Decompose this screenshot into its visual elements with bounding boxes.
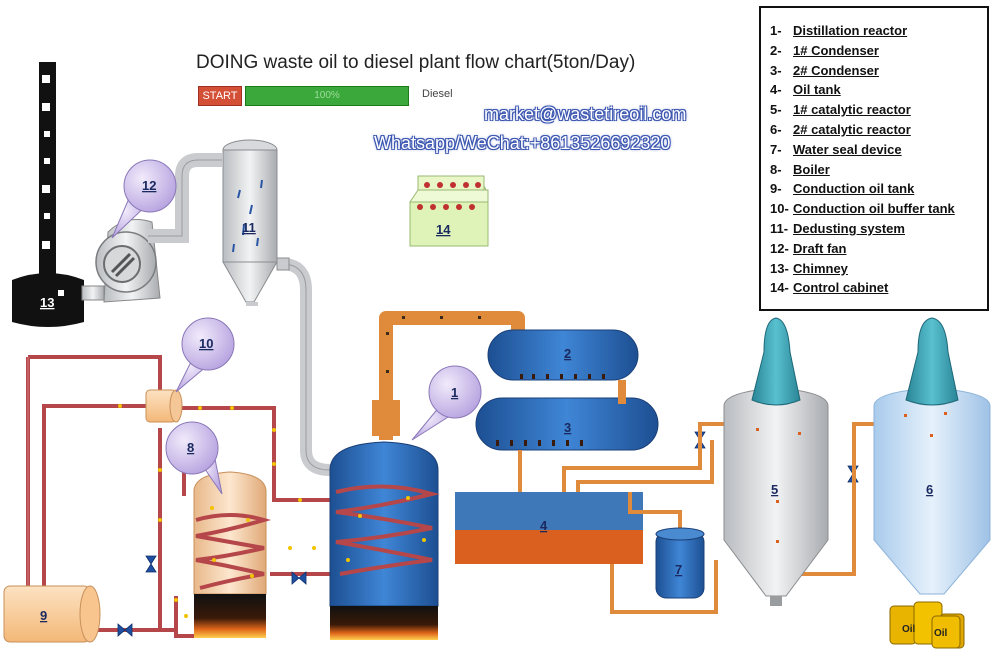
legend-number: 11-: [770, 220, 789, 236]
chimney: [12, 62, 84, 327]
legend-item: 12-Draft fan: [770, 239, 987, 259]
legend-number: 3-: [770, 62, 782, 78]
label-9: 9: [40, 608, 47, 623]
label-3: 3: [564, 420, 571, 435]
legend-box: 1- Distillation reactor 2- 1# Condenser 3-…: [759, 6, 989, 311]
legend-name: 2# catalytic reactor: [793, 121, 911, 137]
legend-number: 7-: [770, 141, 782, 157]
condenser-1: [487, 329, 639, 381]
draft-fan: [95, 219, 161, 303]
legend-item: 13-Chimney: [770, 259, 987, 279]
label-2: 2: [564, 346, 571, 361]
legend-number: 12-: [770, 240, 789, 256]
legend-item: 1- Distillation reactor: [770, 21, 987, 41]
legend-name: Control cabinet: [793, 280, 889, 296]
progress-fill: [246, 87, 408, 105]
legend-number: 1-: [770, 23, 782, 38]
callout-bubble-1: [411, 365, 482, 441]
label-13: 13: [40, 295, 54, 310]
contact-phone: Whatsapp/WeChat:+8613526692320: [374, 133, 671, 153]
legend-number: 6-: [770, 121, 782, 137]
progress-bar: 100%: [245, 86, 409, 106]
legend-name: 1# Condenser: [793, 42, 879, 58]
label-7: 7: [675, 562, 682, 577]
legend-name: Conduction oil tank: [793, 181, 915, 197]
flow-dots: [118, 404, 426, 618]
product-label: Diesel: [422, 88, 453, 100]
label-8: 8: [187, 440, 194, 455]
legend-number: 4-: [770, 82, 782, 98]
legend-item: 9- Conduction oil tank: [770, 179, 987, 199]
water-seal: [655, 527, 705, 599]
legend-name: Conduction oil buffer tank: [793, 201, 955, 217]
boiler: [193, 471, 272, 638]
vapor-pipe: [379, 311, 525, 440]
label-4: 4: [540, 518, 548, 533]
page-title: DOING waste oil to diesel plant flow cha…: [196, 52, 636, 73]
contact-email: market@wastetireoil.com: [484, 104, 687, 124]
legend-number: 13-: [770, 260, 789, 276]
legend-name: Distillation reactor: [793, 23, 908, 38]
label-14: 14: [436, 222, 451, 237]
label-6: 6: [926, 482, 933, 497]
legend-item: 7- Water seal device: [770, 140, 987, 160]
progress-label: 100%: [314, 90, 340, 101]
conduction-oil-tank: [3, 585, 101, 643]
legend-name: Draft fan: [793, 240, 847, 256]
legend-item: 3- 2# Condenser: [770, 61, 987, 81]
callout-bubble-12: [111, 159, 177, 239]
dedusting-system: [222, 139, 278, 303]
oil-pipes: [518, 422, 874, 614]
legend-item: 8- Boiler: [770, 160, 987, 180]
legend-name: Boiler: [793, 161, 830, 177]
legend-name: Chimney: [793, 260, 848, 276]
legend-number: 14-: [770, 280, 789, 296]
legend-name: Oil tank: [793, 82, 841, 98]
legend-item: 11-Dedusting system: [770, 219, 987, 239]
legend-item: 10-Conduction oil buffer tank: [770, 199, 987, 219]
legend-number: 2-: [770, 42, 782, 58]
oil-tank: [455, 492, 643, 564]
legend-name: Dedusting system: [793, 220, 905, 236]
legend-item: 6- 2# catalytic reactor: [770, 120, 987, 140]
control-cabinet: [409, 175, 489, 247]
callout-bubble-10: [175, 317, 235, 393]
label-12: 12: [142, 178, 156, 193]
legend-item: 4- Oil tank: [770, 80, 987, 100]
condenser-2: [475, 397, 659, 451]
reactor-dedust-duct: [246, 258, 331, 476]
distillation-reactor: [329, 441, 440, 640]
legend-number: 8-: [770, 161, 782, 177]
catalytic-reactor-2: [873, 317, 991, 595]
legend-item: 2- 1# Condenser: [770, 41, 987, 61]
barrel-label: Oil: [902, 624, 916, 635]
valve-icons: [117, 431, 859, 637]
label-1: 1: [451, 385, 458, 400]
catalytic-reactor-1: [723, 317, 829, 606]
hot-oil-pipes: [26, 355, 340, 638]
label-11: 11: [242, 220, 256, 235]
legend-name: 1# catalytic reactor: [793, 102, 911, 118]
callout-bubble-8: [165, 421, 223, 495]
fan-chimney-duct: [81, 285, 105, 301]
label-5: 5: [771, 482, 778, 497]
oil-barrels: [889, 601, 965, 649]
legend-name: 2# Condenser: [793, 62, 879, 78]
label-10: 10: [199, 336, 213, 351]
legend-number: 5-: [770, 102, 782, 118]
legend-item: 14-Control cabinet: [770, 278, 987, 298]
legend-number: 9-: [770, 181, 782, 197]
start-button[interactable]: START: [198, 86, 242, 106]
legend-name: Water seal device: [793, 141, 902, 157]
legend-item: 5- 1# catalytic reactor: [770, 100, 987, 120]
barrel-label-2: Oil: [934, 628, 948, 639]
legend-number: 10-: [770, 201, 789, 217]
buffer-tank: [145, 389, 183, 423]
